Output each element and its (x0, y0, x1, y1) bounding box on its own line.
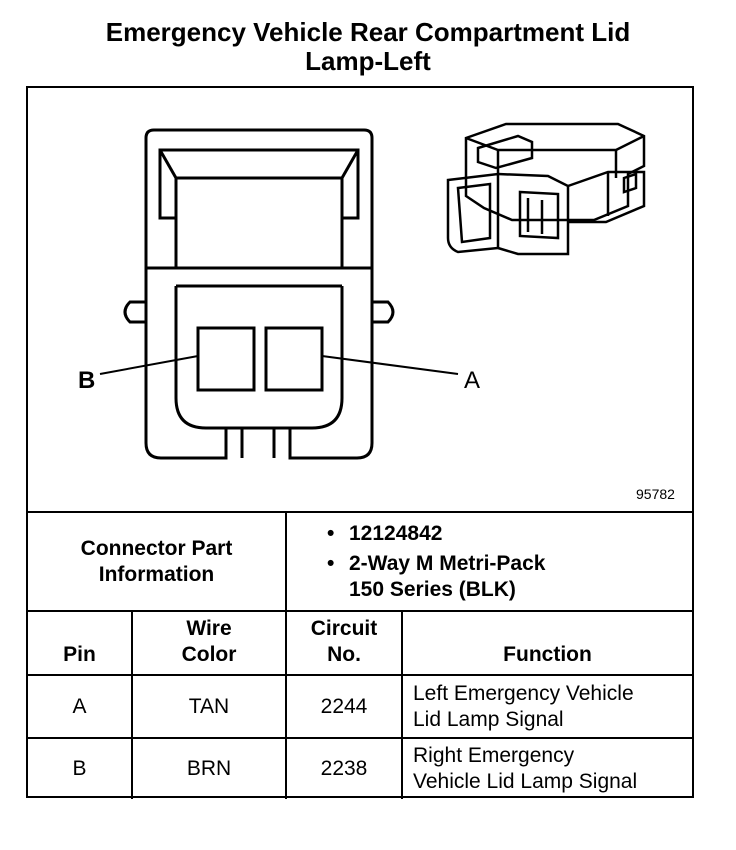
header-wire-color-line-2: Color (181, 643, 237, 666)
row-wire-color: TAN (131, 674, 287, 739)
connector-part-item: • 12124842 (327, 521, 692, 547)
connector-info-table: Connector Part Information • 12124842 • … (28, 511, 693, 799)
connector-part-number: 12124842 (349, 521, 443, 545)
table-row: B BRN 2238 Right Emergency Vehicle Lid L… (28, 737, 693, 799)
table-header-row: Pin Wire Color Circuit No. Function (28, 610, 693, 676)
connector-part-list: • 12124842 • 2-Way M Metri-Pack 150 Seri… (327, 521, 692, 603)
connector-face-drawing: B A (78, 122, 646, 460)
connector-part-item: • 2-Way M Metri-Pack 150 Series (BLK) (327, 551, 692, 603)
row-circuit: 2238 (285, 737, 403, 799)
title-line-1: Emergency Vehicle Rear Compartment Lid (105, 17, 631, 47)
title-line-2: Lamp-Left (305, 46, 431, 76)
connector-part-label-line-1: Connector Part (80, 536, 233, 560)
connector-part-label: Connector Part Information (28, 511, 287, 612)
connector-type-line-2: 150 Series (BLK) (349, 577, 516, 601)
header-circuit-line-2: No. (327, 643, 361, 666)
header-circuit: Circuit No. (285, 610, 403, 676)
connector-frame: B A (26, 86, 694, 799)
pin-label-b: B (78, 367, 95, 394)
header-circuit-line-1: Circuit (310, 617, 378, 640)
reference-number: 95782 (636, 486, 675, 502)
row-function-line-1: Right Emergency (413, 744, 575, 767)
table-row: A TAN 2244 Left Emergency Vehicle Lid La… (28, 674, 693, 739)
bullet-glyph: • (327, 521, 335, 545)
bullet-glyph: • (327, 551, 335, 575)
header-wire-color: Wire Color (131, 610, 287, 676)
header-function: Function (400, 610, 693, 676)
connector-type-line-1: 2-Way M Metri-Pack (349, 551, 546, 575)
header-pin: Pin (28, 610, 133, 676)
connector-isometric-view (446, 122, 646, 256)
connector-part-row: Connector Part Information • 12124842 • … (28, 511, 693, 612)
connector-diagram: B A (28, 88, 692, 512)
page-title: Emergency Vehicle Rear Compartment Lid L… (0, 18, 736, 76)
row-pin: B (28, 737, 133, 799)
row-wire-color: BRN (131, 737, 287, 799)
connector-face-view (123, 128, 395, 460)
row-pin: A (28, 674, 133, 739)
header-wire-color-line-1: Wire (186, 617, 232, 640)
row-function: Right Emergency Vehicle Lid Lamp Signal (400, 737, 693, 799)
row-circuit: 2244 (285, 674, 403, 739)
row-function-line-2: Vehicle Lid Lamp Signal (413, 770, 638, 793)
row-function: Left Emergency Vehicle Lid Lamp Signal (400, 674, 693, 739)
connector-part-details: • 12124842 • 2-Way M Metri-Pack 150 Seri… (284, 511, 693, 612)
pin-leader-lines (99, 355, 459, 375)
connector-part-label-line-2: Information (98, 562, 215, 586)
row-function-line-2: Lid Lamp Signal (413, 707, 564, 731)
row-function-line-1: Left Emergency Vehicle (413, 681, 634, 705)
pin-label-a: A (464, 367, 480, 394)
